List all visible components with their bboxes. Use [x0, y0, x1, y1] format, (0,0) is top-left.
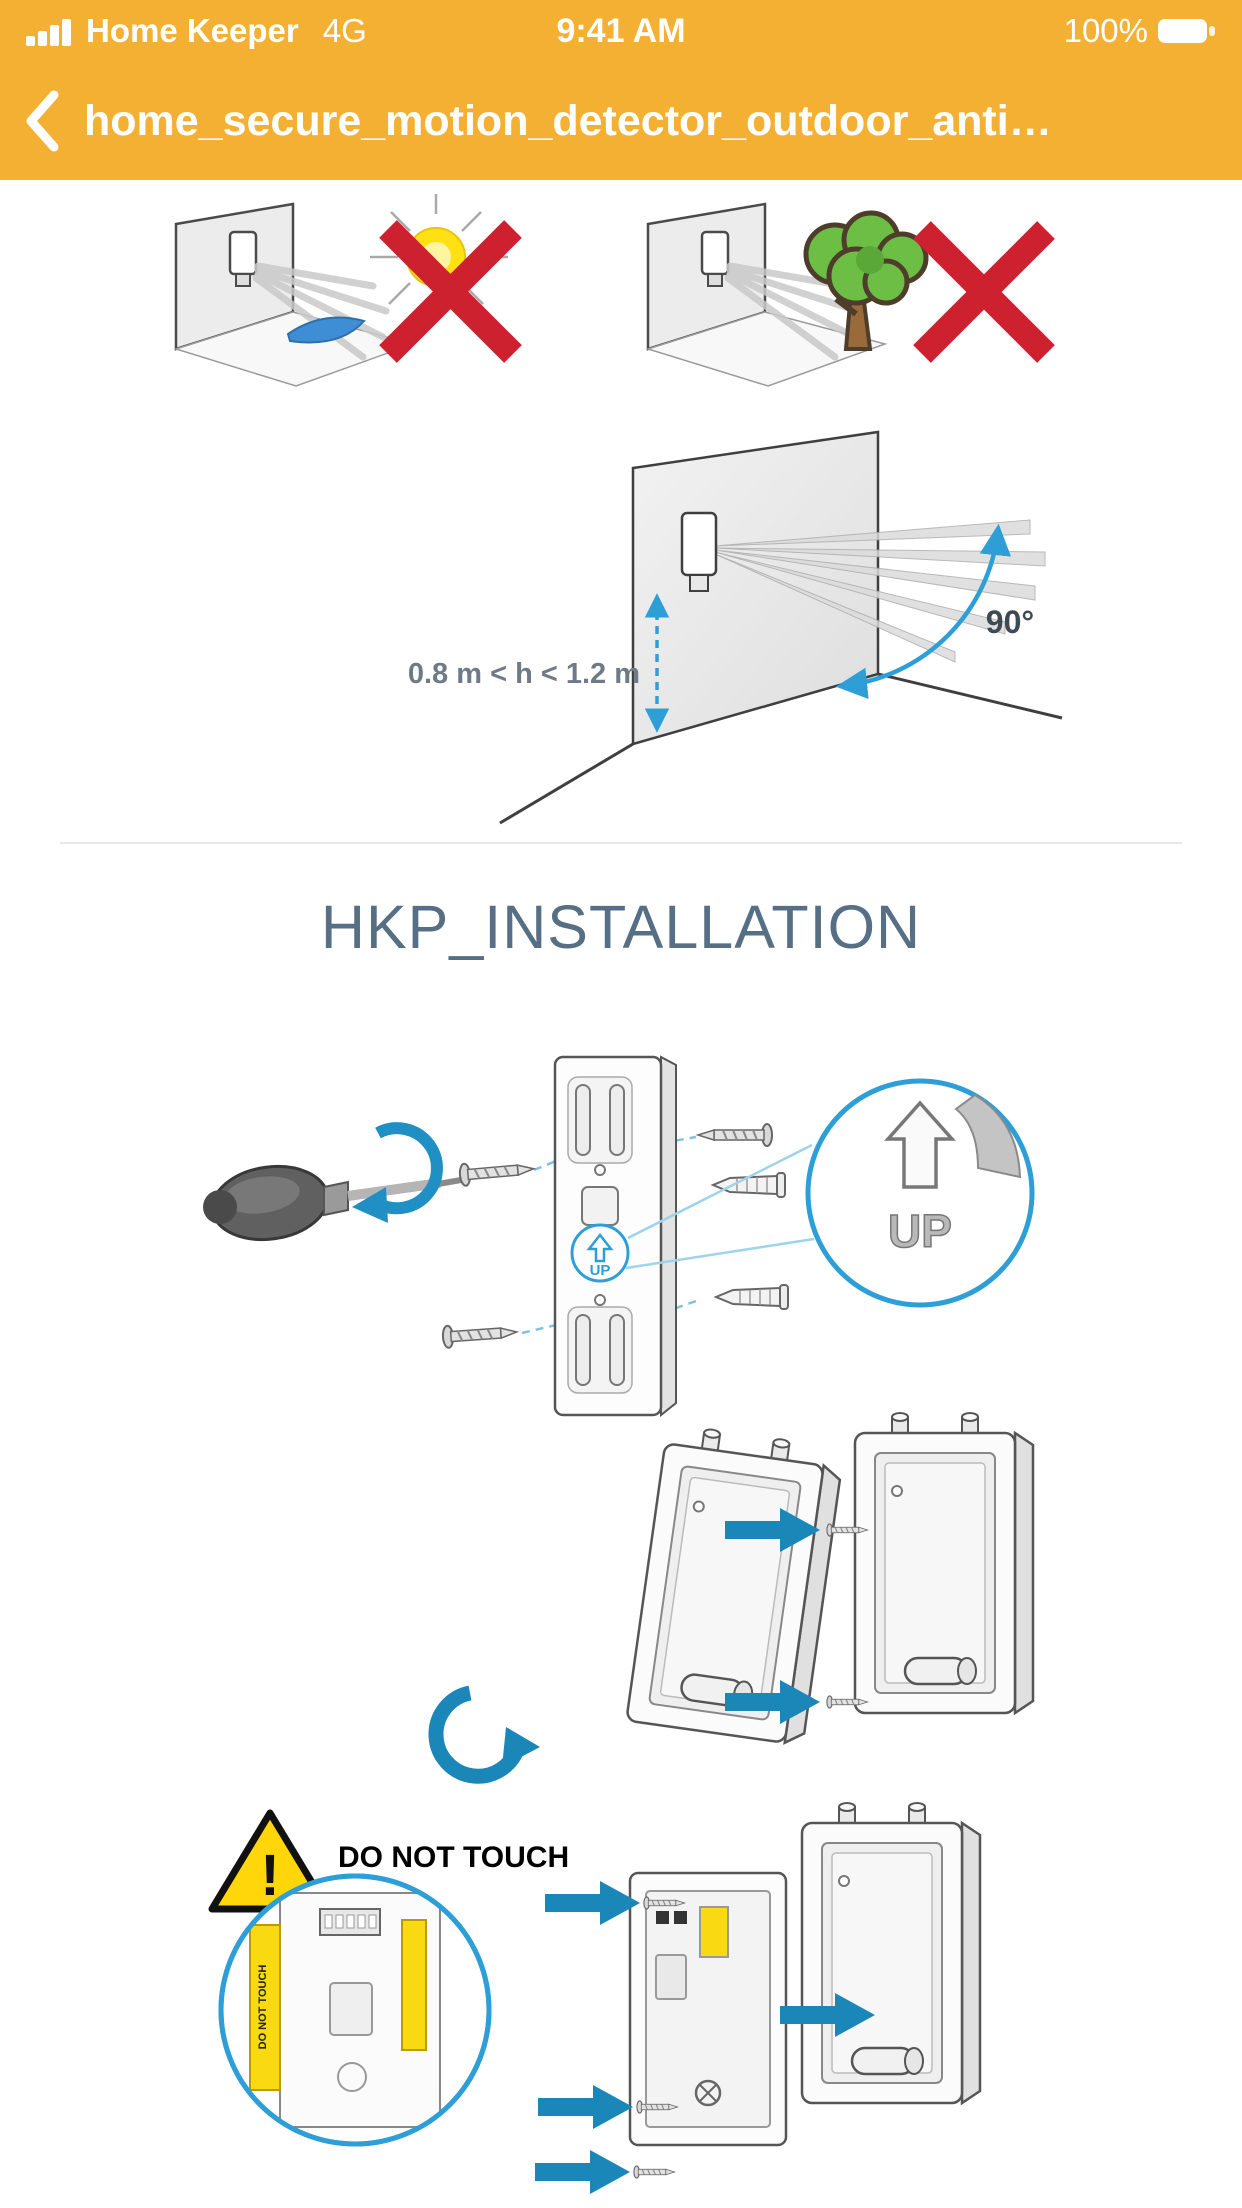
wood-screw — [458, 1156, 536, 1188]
height-range-label: 0.8 m < h < 1.2 m — [408, 658, 640, 690]
insert-arrow-icon — [545, 1881, 640, 1925]
mounting-height-illustration: 90° 0.8 m < h < 1.2 m — [408, 430, 1063, 825]
reflection-icon — [286, 316, 366, 344]
motion-detector — [228, 230, 258, 287]
angle-label: 90° — [986, 604, 1034, 640]
mounting-bracket — [855, 1413, 1033, 1713]
document-viewer[interactable]: 90° 0.8 m < h < 1.2 m HKP_INSTALLATION — [0, 180, 1242, 2208]
document-title: home_secure_motion_detector_outdoor_anti… — [84, 96, 1052, 145]
section-heading: HKP_INSTALLATION — [320, 893, 922, 961]
no-sunlight-illustration — [173, 194, 522, 387]
wall-anchor — [715, 1284, 789, 1310]
insert-arrow-icon — [538, 2085, 633, 2129]
cellular-signal-icon — [26, 16, 72, 46]
nav-bar: home_secure_motion_detector_outdoor_anti… — [0, 62, 1242, 180]
prohibited-x-icon — [379, 220, 522, 363]
tree-icon — [803, 210, 929, 351]
angle-arc — [835, 523, 1012, 700]
back-button[interactable] — [20, 86, 66, 156]
motion-detector — [680, 511, 718, 592]
wall — [499, 430, 1063, 825]
network-label: 4G — [322, 12, 367, 49]
mounting-bracket — [802, 1803, 980, 2103]
no-foliage-illustration — [645, 202, 1055, 387]
clock: 9:41 AM — [556, 11, 686, 50]
do-not-touch-strip — [401, 1919, 427, 2051]
rotate-arrow-icon — [428, 1685, 540, 1784]
do-not-touch-label: DO NOT TOUCH — [338, 1841, 569, 1874]
status-bar: Home Keeper 4G 9:41 AM 100% — [0, 0, 1242, 62]
up-callout: UP — [625, 1078, 1035, 1308]
svg-text:DO NOT TOUCH: DO NOT TOUCH — [257, 1965, 269, 2050]
wood-screw — [441, 1320, 519, 1350]
do-not-touch-strip — [249, 1924, 281, 2091]
app-header: Home Keeper 4G 9:41 AM 100% — [0, 0, 1242, 180]
battery-icon — [1158, 18, 1216, 44]
installation-steps-illustration: UP — [203, 1055, 1035, 2194]
detection-beams — [252, 262, 390, 361]
carrier-label: Home Keeper — [86, 12, 299, 49]
up-marker: UP — [570, 1223, 630, 1283]
wall-corner — [645, 202, 888, 387]
prohibited-x-icon — [913, 221, 1055, 363]
pcb-zoom-callout: DO NOT TOUCH — [218, 1873, 492, 2147]
chevron-left-icon — [23, 89, 63, 153]
rotate-arrow-icon — [352, 1122, 443, 1223]
section-divider — [60, 842, 1182, 844]
wood-screw — [697, 1123, 773, 1147]
small-screw — [633, 2165, 676, 2179]
motion-detector — [700, 230, 730, 287]
battery-percent: 100% — [1063, 12, 1148, 49]
svg-text:UP: UP — [590, 1262, 611, 1279]
svg-text:!: ! — [260, 1843, 279, 1908]
detector-back — [628, 1871, 788, 2147]
insert-arrow-icon — [535, 2150, 630, 2194]
screwdriver — [203, 1164, 462, 1242]
mounting-plate — [553, 1055, 677, 1418]
svg-text:UP: UP — [888, 1205, 952, 1257]
